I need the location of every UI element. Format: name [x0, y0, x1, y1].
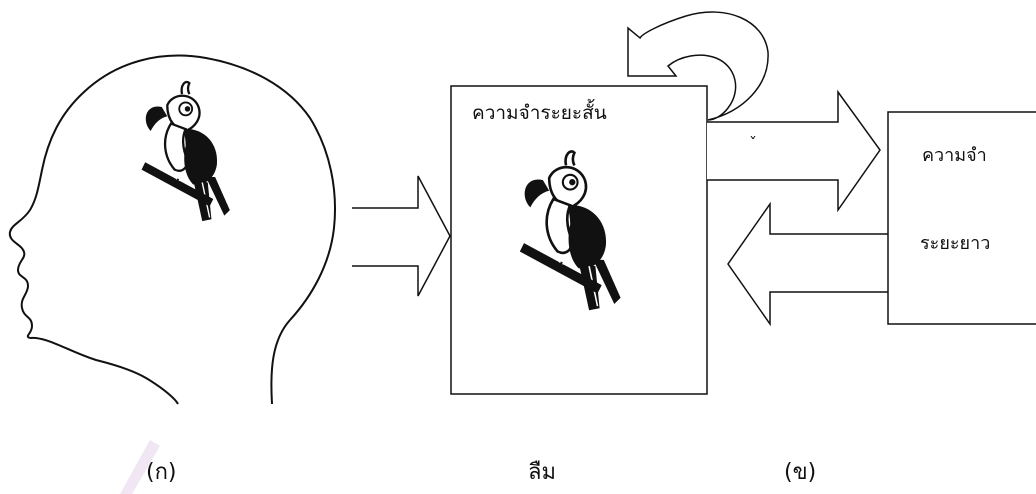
caption-b: (ข)	[784, 460, 817, 485]
parrot-in-head	[140, 80, 231, 223]
tick-mark: ˇ	[749, 134, 757, 153]
short-term-memory-label: ความจำระยะสั้น	[472, 102, 607, 124]
long-term-memory-box	[887, 111, 1036, 325]
arrow-to-long-term	[707, 89, 881, 213]
long-term-memory-label-line2: ระยะยาว	[920, 233, 991, 254]
caption-a: (ก)	[146, 460, 177, 485]
watermark-mark	[120, 440, 160, 494]
head-outline	[8, 54, 336, 405]
caption-forget: ลืม	[528, 460, 556, 485]
arrow-retrieval	[727, 201, 888, 327]
rehearsal-loop-arrow	[627, 11, 769, 121]
long-term-memory-label-line1: ความจำ	[922, 145, 987, 166]
arrow-to-short-term	[352, 175, 451, 297]
